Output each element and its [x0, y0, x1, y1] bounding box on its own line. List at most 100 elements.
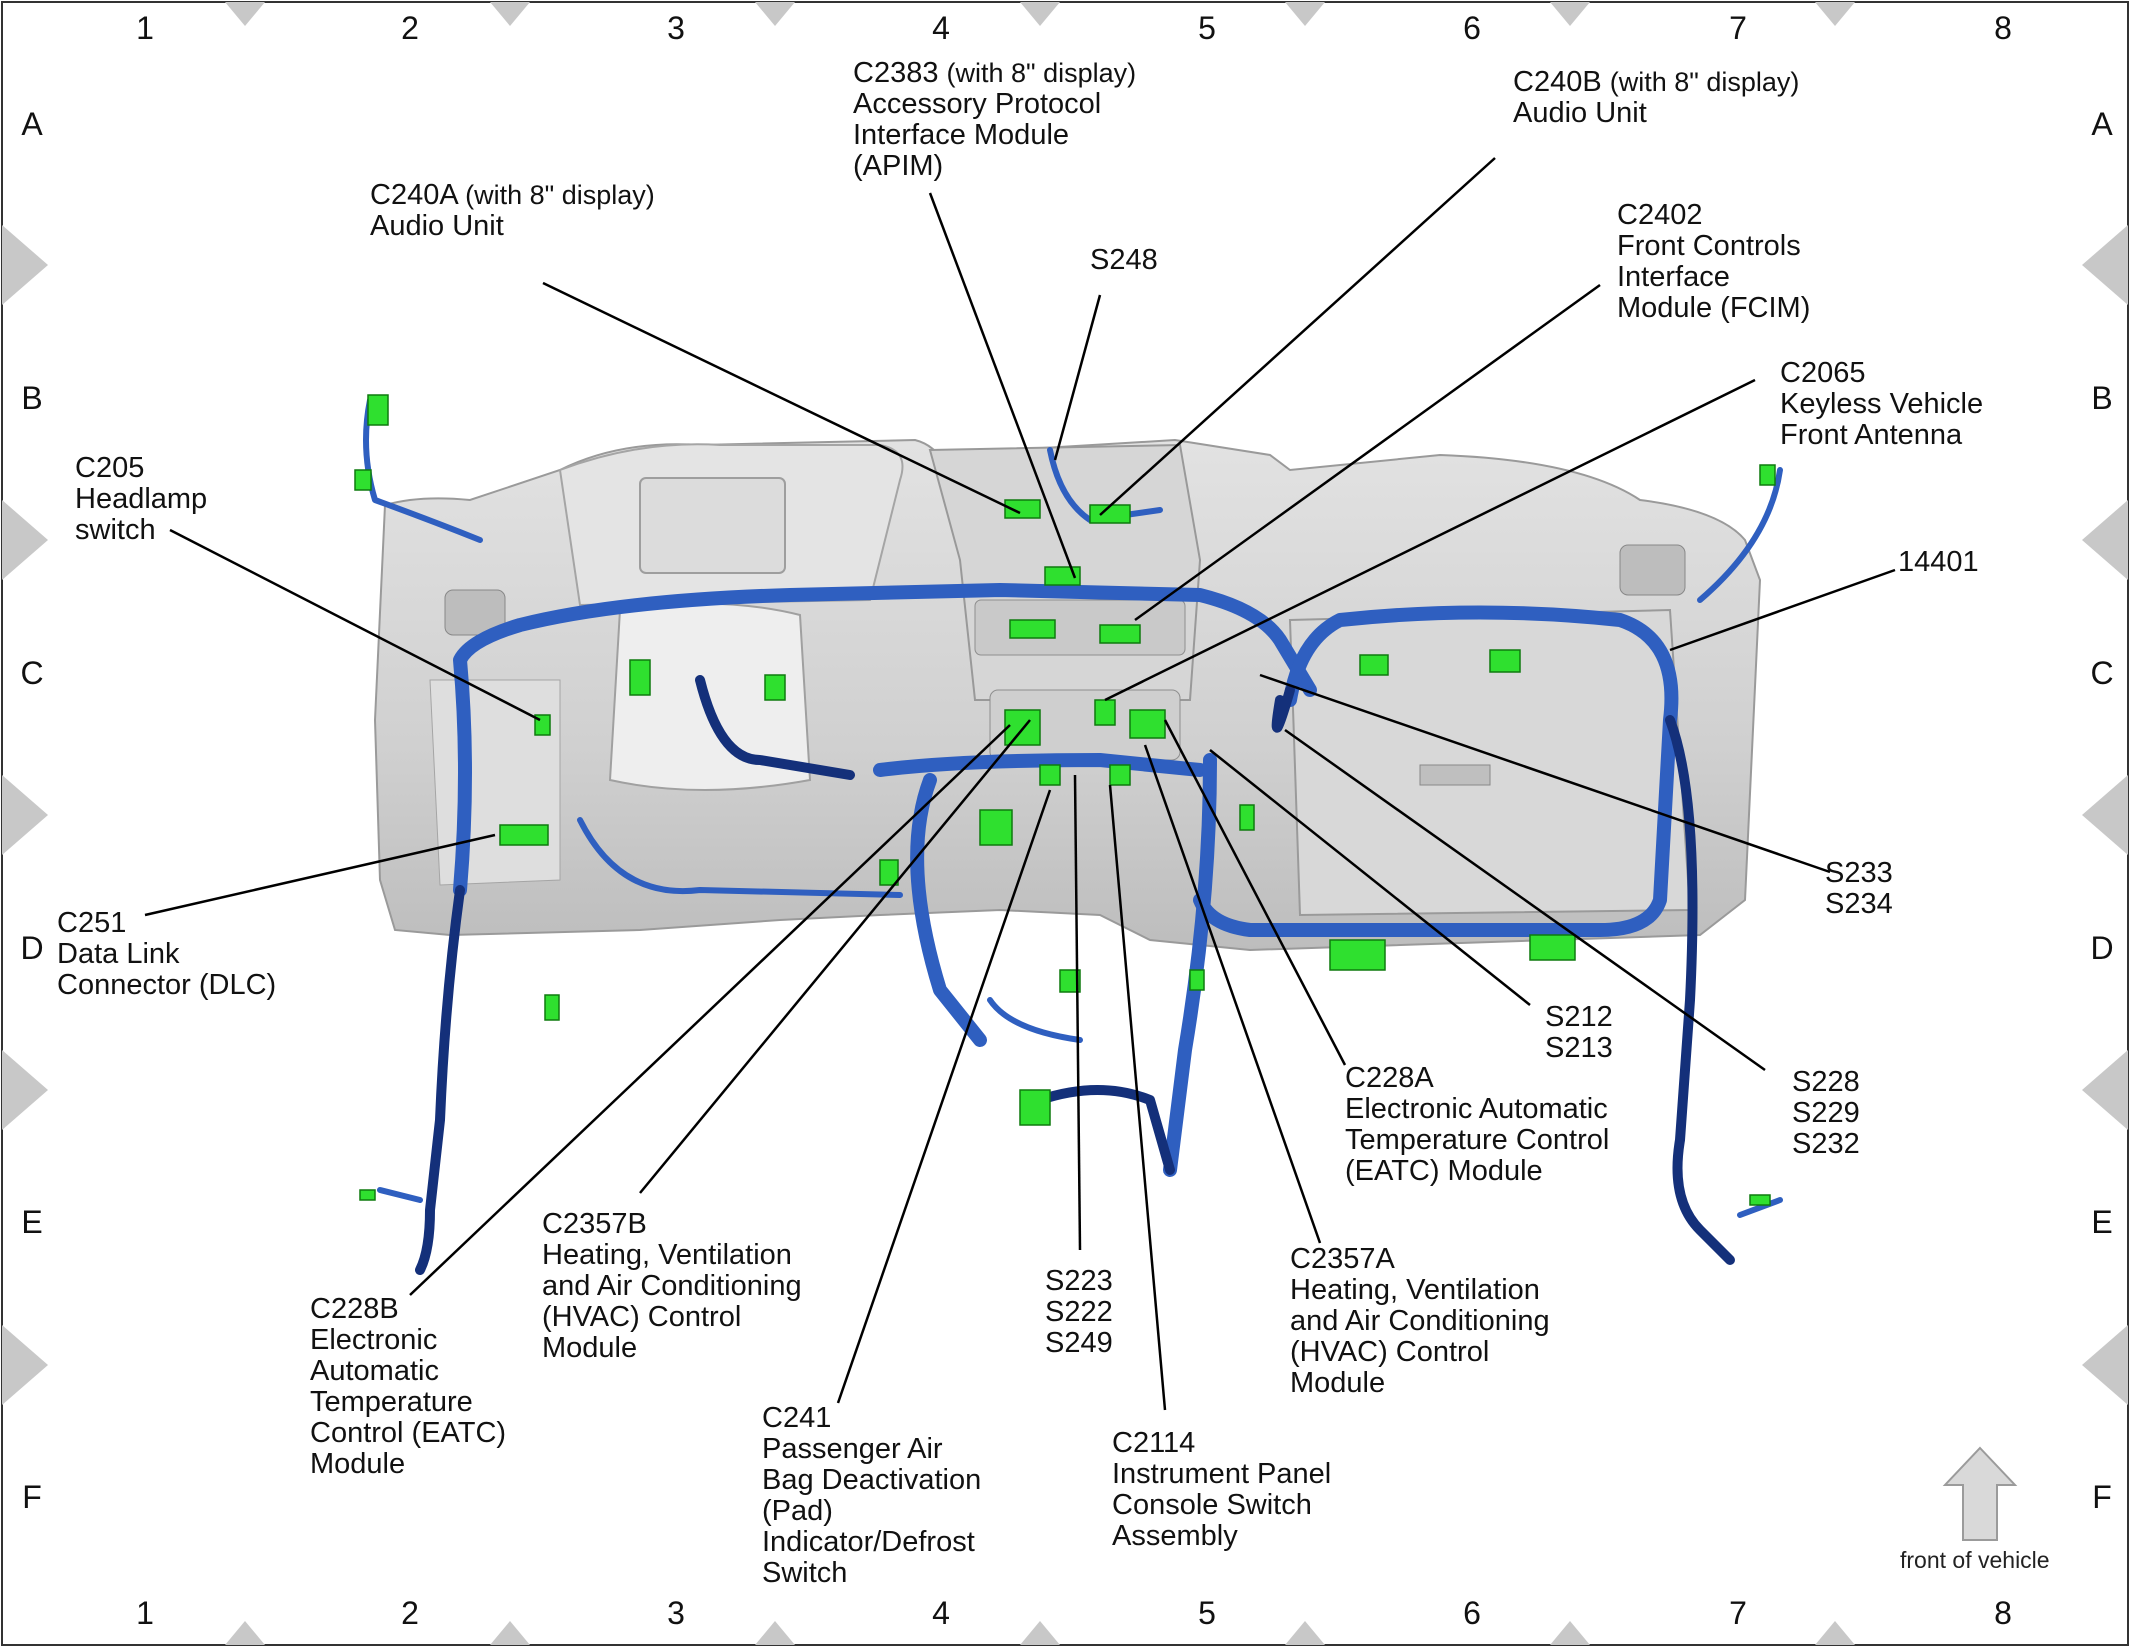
callout-c2383-id: C2383 [853, 57, 939, 89]
grid-col-top-1: 1 [136, 10, 154, 46]
grid-row-right-E: E [2091, 1204, 2113, 1240]
grid-col-bottom-5: 5 [1198, 1595, 1216, 1631]
grid-col-top-3: 3 [667, 10, 685, 46]
callout-c251-line1: Data Link [57, 938, 180, 970]
callout-c240a-line1: Audio Unit [370, 210, 504, 242]
grid-col-top-2: 2 [401, 10, 419, 46]
wiring-harness [363, 397, 1783, 1275]
callout-c228b-id: C228B [310, 1293, 399, 1325]
callout-s228: S228 S229 S232 [1792, 1067, 1860, 1160]
grid-row-left-E: E [21, 1204, 43, 1240]
grid-col-top-7: 7 [1729, 10, 1747, 46]
callout-c2065-id: C2065 [1780, 357, 1866, 389]
callout-s248-id: S248 [1090, 244, 1158, 276]
callout-s223-line3: S249 [1045, 1327, 1113, 1359]
callout-c205-id: C205 [75, 452, 145, 484]
callout-c241-line1: Passenger Air [762, 1433, 943, 1465]
callout-c2357a-line1: Heating, Ventilation [1290, 1274, 1540, 1306]
callout-c240b-line1: Audio Unit [1513, 97, 1647, 129]
callout-c2065: C2065 Keyless Vehicle Front Antenna [1780, 358, 1983, 451]
callout-c2383-line2: Interface Module [853, 119, 1070, 151]
callout-c2357b-line3: (HVAC) Control [542, 1301, 742, 1333]
callout-s212-line1: S212 [1545, 1001, 1613, 1033]
grid-col-bottom-1: 1 [136, 1595, 154, 1631]
grid-col-bottom-3: 3 [667, 1595, 685, 1631]
callout-c2114-id: C2114 [1112, 1427, 1196, 1459]
callout-c205: C205 Headlamp switch [75, 453, 207, 546]
callout-c2114-line2: Console Switch [1112, 1489, 1312, 1521]
callout-c241-line2: Bag Deactivation [762, 1464, 982, 1496]
grid-col-bottom-8: 8 [1994, 1595, 2012, 1631]
callout-c2357a-line2: and Air Conditioning [1290, 1305, 1550, 1337]
callout-s233-line2: S234 [1825, 888, 1893, 920]
callout-c228b-line1: Electronic [310, 1324, 438, 1356]
callout-c2357b: C2357B Heating, Ventilation and Air Cond… [542, 1209, 802, 1364]
callout-s228-line2: S229 [1792, 1097, 1860, 1129]
callout-c228b-line3: Temperature [310, 1386, 473, 1418]
grid-col-top-4: 4 [932, 10, 950, 46]
callout-c241-line3: (Pad) [762, 1495, 833, 1527]
callout-c240b-id: C240B [1513, 66, 1602, 98]
callout-c2065-line2: Front Antenna [1780, 419, 1963, 451]
callout-c228b-line5: Module [310, 1448, 406, 1480]
callout-c2383: C2383 (with 8" display) Accessory Protoc… [853, 58, 1136, 182]
callout-c2402: C2402 Front Controls Interface Module (F… [1617, 200, 1810, 324]
callout-c228a-id: C228A [1345, 1062, 1434, 1094]
grid-row-left-F: F [22, 1479, 42, 1515]
callout-c2357a-line4: Module [1290, 1367, 1386, 1399]
callout-s223: S223 S222 S249 [1045, 1266, 1113, 1359]
callout-s212: S212 S213 [1545, 1002, 1613, 1064]
callout-s228-line3: S232 [1792, 1128, 1860, 1160]
callout-c228a-line3: (EATC) Module [1345, 1155, 1543, 1187]
grid-row-right-C: C [2090, 655, 2114, 691]
callout-c2383-line1: Accessory Protocol [853, 88, 1102, 120]
callout-c228a-line2: Temperature Control [1345, 1124, 1610, 1156]
grid-col-bottom-2: 2 [401, 1595, 419, 1631]
callout-c2357a: C2357A Heating, Ventilation and Air Cond… [1290, 1244, 1550, 1399]
callout-c2114-line1: Instrument Panel [1112, 1458, 1332, 1490]
callout-c228b-line4: Control (EATC) [310, 1417, 507, 1449]
callout-c241-line4: Indicator/Defrost [762, 1526, 975, 1558]
callout-c2383-note: (with 8" display) [946, 58, 1137, 88]
callout-c251-line2: Connector (DLC) [57, 969, 277, 1001]
callout-c2402-id: C2402 [1617, 199, 1703, 231]
callout-c2065-line1: Keyless Vehicle [1780, 388, 1984, 420]
grid-row-left-D: D [20, 930, 44, 966]
grid-row-right-F: F [2092, 1479, 2112, 1515]
callout-c241-id: C241 [762, 1402, 832, 1434]
grid-row-right-D: D [2090, 930, 2114, 966]
front-of-vehicle-arrow-icon [1942, 1446, 2018, 1541]
grid-row-left-C: C [20, 655, 44, 691]
callout-c240b: C240B (with 8" display) Audio Unit [1513, 67, 1799, 129]
callout-c2357a-id: C2357A [1290, 1243, 1395, 1275]
callout-c2357b-id: C2357B [542, 1208, 647, 1240]
callout-c228a: C228A Electronic Automatic Temperature C… [1345, 1063, 1609, 1187]
grid-row-left-A: A [21, 106, 43, 142]
callout-s228-line1: S228 [1792, 1066, 1860, 1098]
callout-s233-line1: S233 [1825, 857, 1893, 889]
grid-row-right-A: A [2091, 106, 2113, 142]
callout-c240a-note: (with 8" display) [465, 180, 655, 210]
callout-c241: C241 Passenger Air Bag Deactivation (Pad… [762, 1403, 981, 1589]
callout-c205-line1: Headlamp [75, 483, 208, 515]
callout-c2114: C2114 Instrument Panel Console Switch As… [1112, 1428, 1331, 1552]
grid-col-top-5: 5 [1198, 10, 1216, 46]
callout-c240a: C240A (with 8" display) Audio Unit [370, 180, 655, 242]
callout-s248: S248 [1090, 245, 1158, 276]
callout-s233: S233 S234 [1825, 858, 1893, 920]
callout-c2383-line3: (APIM) [853, 150, 944, 182]
grid-col-bottom-4: 4 [932, 1595, 950, 1631]
callout-c2402-line3: Module (FCIM) [1617, 292, 1811, 324]
callout-s212-line2: S213 [1545, 1032, 1613, 1064]
callout-c228b: C228B Electronic Automatic Temperature C… [310, 1294, 506, 1480]
front-of-vehicle-label: front of vehicle [1900, 1547, 2050, 1573]
callout-c228a-line1: Electronic Automatic [1345, 1093, 1608, 1125]
callout-c251: C251 Data Link Connector (DLC) [57, 908, 276, 1001]
callout-c2357b-line4: Module [542, 1332, 638, 1364]
grid-col-top-8: 8 [1994, 10, 2012, 46]
leader-lines [144, 157, 1896, 1411]
callout-c2402-line2: Interface [1617, 261, 1730, 293]
grid-row-left-B: B [21, 380, 43, 416]
grid-col-bottom-7: 7 [1729, 1595, 1747, 1631]
